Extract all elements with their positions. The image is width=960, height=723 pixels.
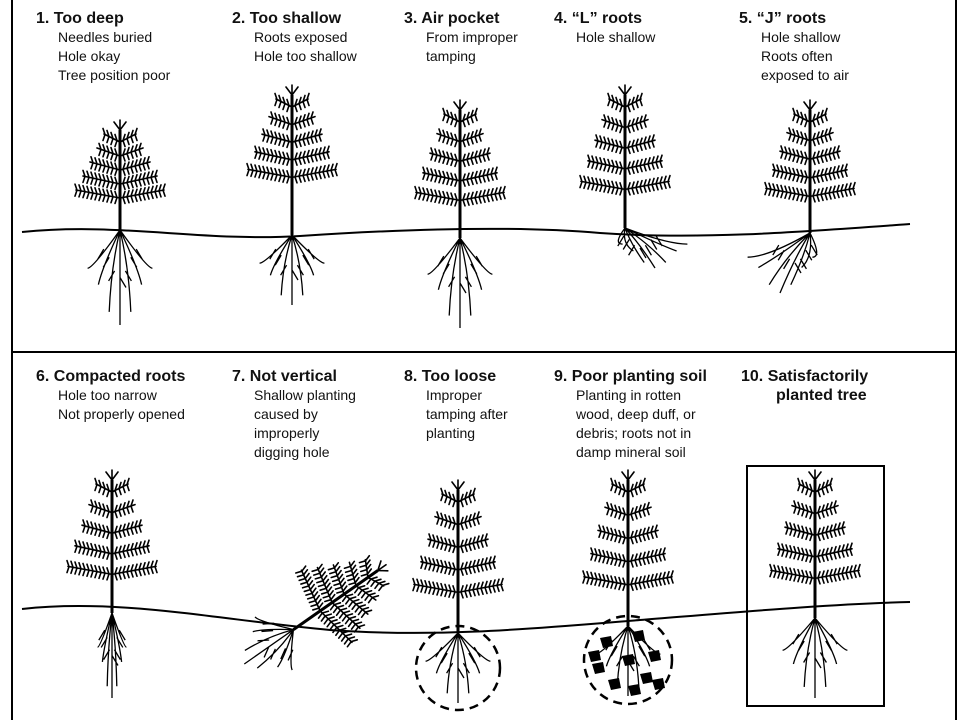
panel-number: 9.: [554, 368, 568, 385]
panel-label-6: 6. Compacted roots Hole too narrow Not p…: [36, 367, 221, 424]
debris-chunk: [592, 662, 605, 674]
tree-not-vertical: [243, 554, 390, 671]
panel-number: 7.: [232, 368, 246, 385]
panel-number: 5.: [739, 10, 753, 27]
tree-too-shallow: [246, 84, 338, 305]
panel-line: Hole too narrow: [58, 387, 157, 403]
panel-line: Roots exposed: [254, 29, 348, 45]
panel-label-9: 9. Poor planting soil Planting in rotten…: [554, 367, 739, 462]
debris-chunk: [628, 684, 641, 696]
figure-frame: [11, 0, 957, 720]
roots: [97, 612, 127, 698]
tree-too-loose: [412, 479, 504, 703]
panel-line: debris; roots not in: [576, 425, 692, 441]
tree-j-roots: [747, 99, 856, 294]
panel-label-3: 3. Air pocket From improper tamping: [404, 9, 589, 66]
panel-line: damp mineral soil: [576, 444, 686, 460]
debris-chunk: [652, 678, 665, 690]
roots: [87, 229, 153, 325]
panel-line: exposed to air: [761, 67, 849, 83]
roots: [427, 237, 493, 328]
satisfactory-frame: [746, 465, 885, 707]
panel-line: Improper: [426, 387, 483, 403]
debris-chunk: [640, 672, 653, 684]
panel-title-text: Too loose: [421, 368, 497, 385]
panel-label-1: 1. Too deep Needles buried Hole okay Tre…: [36, 9, 221, 85]
panel-number: 2.: [232, 10, 246, 27]
panel-title-text: “J” roots: [756, 10, 827, 27]
tree-l-roots: [579, 84, 688, 269]
panel-title-text: Compacted roots: [53, 368, 186, 385]
panel-line: Shallow planting: [254, 387, 356, 403]
roots: [617, 227, 688, 269]
panel-number: 8.: [404, 368, 418, 385]
panel-label-10: 10. Satisfactorily planted tree: [741, 367, 926, 405]
panel-line: Hole too shallow: [254, 48, 357, 64]
panel-line: Hole shallow: [761, 29, 841, 45]
panel-line: planting: [426, 425, 476, 441]
debris-chunk: [588, 650, 601, 662]
tree-poor-soil: [582, 469, 674, 696]
panel-label-5: 5. “J” roots Hole shallow Roots often ex…: [739, 9, 924, 85]
roots: [425, 632, 491, 703]
roots: [259, 234, 325, 305]
tree-too-deep: [74, 119, 166, 325]
debris-chunk: [600, 636, 613, 648]
panel-title-text: Not vertical: [249, 368, 337, 385]
tree-compacted-roots: [66, 469, 158, 698]
panel-title-text: Poor planting soil: [571, 368, 707, 385]
panel-title-text: Satisfactorily: [767, 368, 869, 385]
panel-label-4: 4. “L” roots Hole shallow: [554, 9, 739, 47]
panel-line: digging hole: [254, 444, 330, 460]
panel-number: 3.: [404, 10, 418, 27]
panel-line: Tree position poor: [58, 67, 171, 83]
panel-line: From improper: [426, 29, 518, 45]
panel-line: tamping: [426, 48, 476, 64]
panel-title: 1. Too deep: [36, 9, 221, 28]
panel-label-7: 7. Not vertical Shallow planting caused …: [232, 367, 417, 462]
panel-number: 10.: [741, 368, 764, 385]
panel-label-8: 8. Too loose Improper tamping after plan…: [404, 367, 589, 443]
panel-line: Hole shallow: [576, 29, 656, 45]
panel-label-2: 2. Too shallow Roots exposed Hole too sh…: [232, 9, 417, 66]
poor-soil-circle: [582, 614, 674, 706]
roots: [243, 616, 295, 671]
roots: [782, 617, 848, 698]
panel-title-text-line2: planted tree: [776, 387, 867, 404]
debris-chunk: [608, 678, 621, 690]
tree-air-pocket: [414, 99, 506, 328]
panel-title-text: “L” roots: [571, 10, 643, 27]
debris-chunks: [588, 630, 665, 696]
panel-line: Hole okay: [58, 48, 121, 64]
panel-line: caused by: [254, 406, 318, 422]
roots: [595, 625, 661, 696]
panel-title-text: Too shallow: [249, 10, 342, 27]
panel-line: Needles buried: [58, 29, 153, 45]
panel-line: Roots often: [761, 48, 833, 64]
panel-title-text: Too deep: [53, 10, 124, 27]
panel-line: improperly: [254, 425, 320, 441]
panel-line: wood, deep duff, or: [576, 406, 696, 422]
panel-number: 4.: [554, 10, 568, 27]
panel-line: Not properly opened: [58, 406, 185, 422]
panel-line: tamping after: [426, 406, 508, 422]
ground-line-top: [21, 223, 911, 239]
ground-line-bottom: [21, 601, 911, 634]
panel-number: 1.: [36, 10, 50, 27]
roots: [747, 232, 818, 294]
panel-number: 6.: [36, 368, 50, 385]
panel-line: Planting in rotten: [576, 387, 682, 403]
tree-satisfactory: [769, 469, 861, 698]
panel-title-text: Air pocket: [421, 10, 500, 27]
